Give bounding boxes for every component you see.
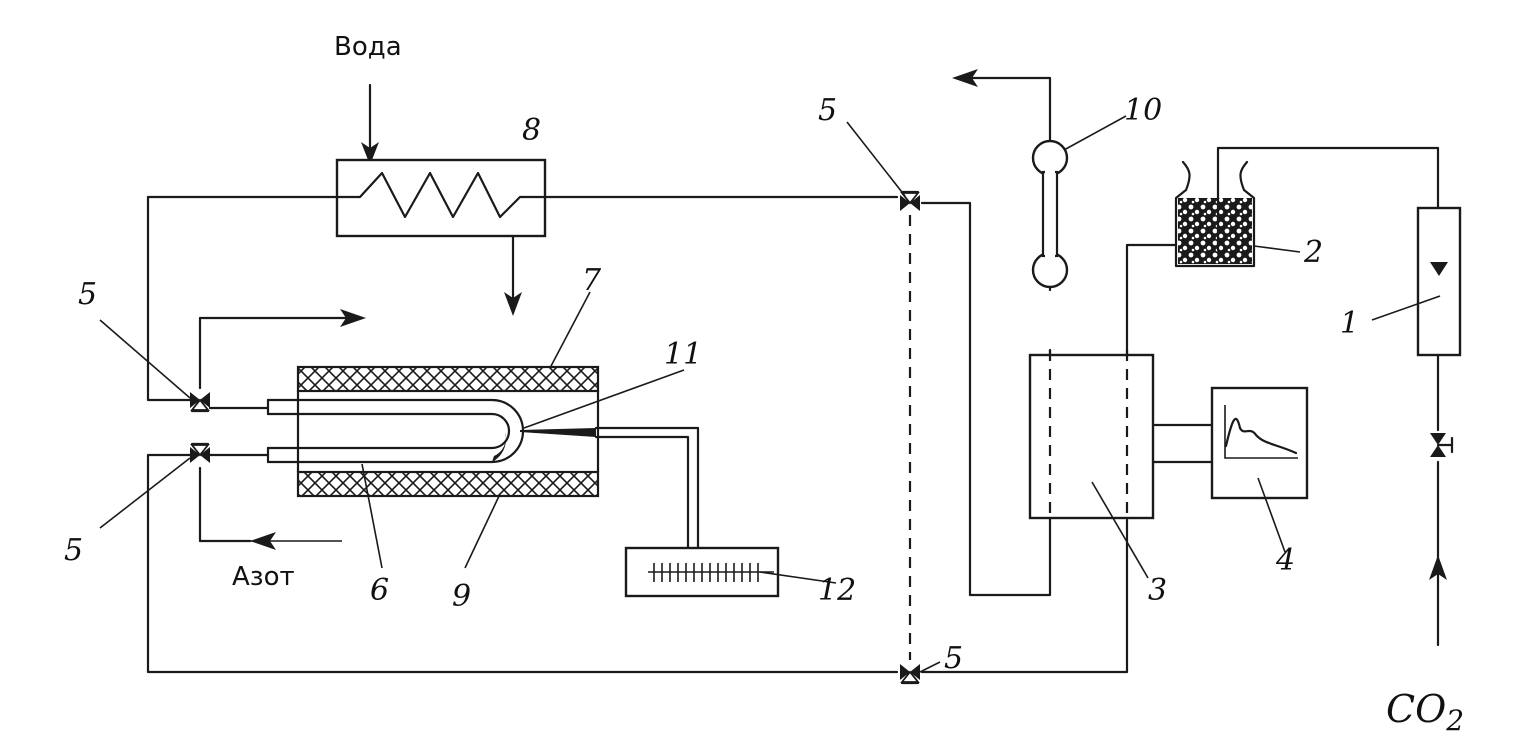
number-7: 7 (582, 263, 602, 298)
three-way-valve-icon (189, 391, 211, 413)
measuring-cell-3 (1028, 350, 1155, 520)
labels: Вода Азот CO2 8 5 5 5 5 7 11 6 9 12 10 2… (64, 32, 1464, 737)
leader-lines (99, 115, 1441, 673)
number-5-left-top: 5 (78, 277, 97, 312)
number-9: 9 (452, 579, 471, 614)
flow-arrow-icon (1429, 555, 1447, 580)
bubble-flowmeter-10 (1031, 139, 1069, 289)
number-5-mid-bottom: 5 (944, 641, 963, 676)
rotameter-float-icon (1430, 262, 1448, 276)
valves (189, 190, 1454, 685)
number-5-mid-top: 5 (818, 93, 837, 128)
u-tube-6 (266, 398, 596, 464)
number-2: 2 (1303, 235, 1323, 270)
three-way-valve-icon (189, 442, 211, 464)
flow-arrow-icon (340, 309, 366, 327)
flow-arrow-icon (250, 532, 276, 550)
number-6: 6 (370, 573, 389, 608)
reactor-7 (296, 365, 600, 498)
flow-arrows (250, 69, 1447, 580)
flow-arrow-icon (361, 142, 379, 165)
three-way-valve-icon (899, 663, 921, 685)
number-5-left-bottom: 5 (64, 533, 83, 568)
rotameter-1 (1416, 206, 1462, 357)
adsorbent-flask-2 (1174, 160, 1256, 268)
water-label: Вода (334, 32, 402, 62)
number-3: 3 (1148, 573, 1167, 608)
number-4: 4 (1275, 543, 1295, 578)
three-way-valve-icon (899, 190, 921, 212)
flow-arrow-icon (952, 69, 978, 87)
spectrum-display-4 (1210, 386, 1309, 500)
flow-arrow-icon (504, 292, 522, 316)
temperature-recorder-12 (624, 546, 780, 598)
co2-label: CO2 (1386, 687, 1464, 737)
number-8: 8 (522, 113, 541, 148)
number-11: 11 (664, 337, 702, 372)
number-10: 10 (1124, 93, 1162, 128)
number-1: 1 (1340, 306, 1359, 341)
nitrogen-label: Азот (232, 562, 295, 592)
shutoff-valve-icon (1430, 433, 1454, 457)
piping (146, 76, 1440, 674)
scale-ticks (653, 563, 759, 582)
number-12: 12 (818, 573, 856, 608)
heat-exchanger-8 (335, 158, 547, 238)
